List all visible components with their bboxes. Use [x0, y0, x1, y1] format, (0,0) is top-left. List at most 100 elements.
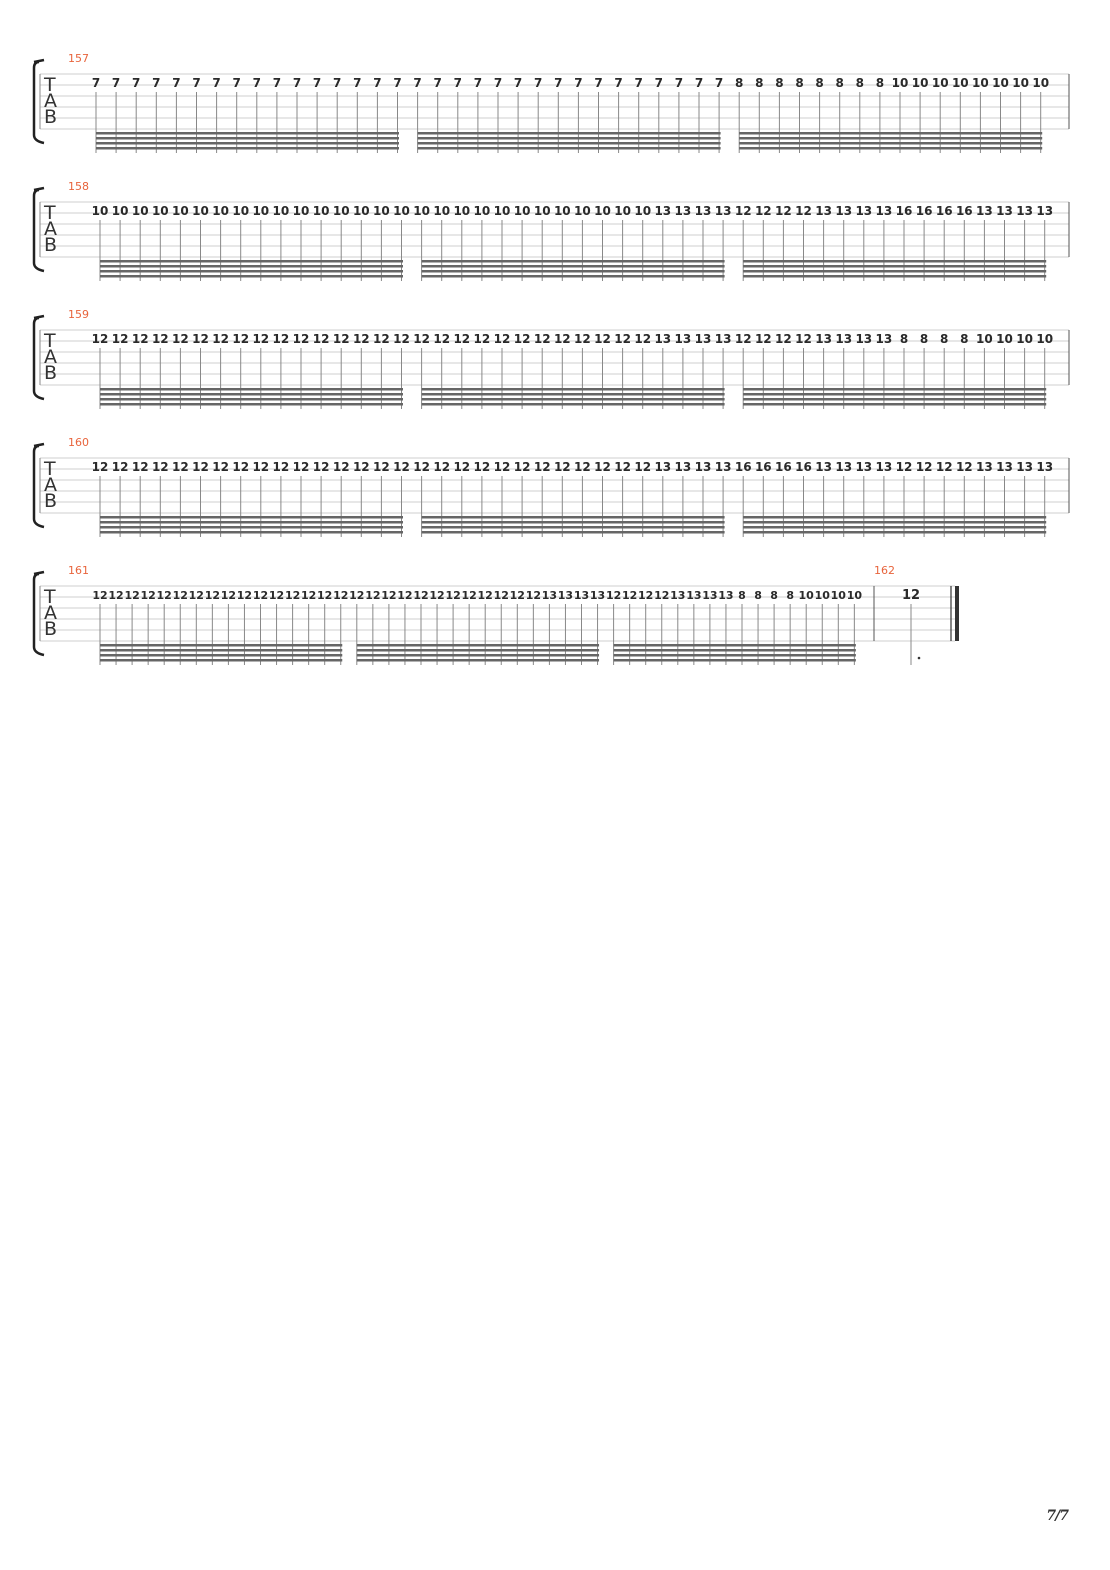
measure-number: 157: [68, 52, 89, 65]
fret-number: 12: [252, 460, 269, 474]
fret-number: 12: [397, 589, 412, 602]
fret-number: 10: [594, 204, 611, 218]
beam: [356, 644, 600, 647]
beam: [739, 147, 1043, 150]
fret-number: 12: [574, 460, 591, 474]
fret-number: 13: [670, 589, 685, 602]
beam: [421, 388, 725, 391]
fret-number: 7: [715, 76, 723, 90]
fret-number: 7: [212, 76, 220, 90]
tab-clef-letter: B: [44, 362, 57, 384]
fret-number: 16: [936, 204, 953, 218]
fret-number: 10: [614, 204, 631, 218]
fret-number: 13: [835, 332, 852, 346]
beam: [100, 649, 343, 652]
fret-number: 10: [932, 76, 949, 90]
fret-number: 7: [112, 76, 120, 90]
fret-number: 7: [172, 76, 180, 90]
system-bracket-top: [33, 186, 45, 192]
final-barline-thick: [955, 586, 959, 641]
measure-number: 162: [874, 564, 895, 577]
fret-number: 12: [795, 332, 812, 346]
fret-number: 16: [735, 460, 752, 474]
fret-number: 12: [373, 460, 390, 474]
fret-number: 10: [574, 204, 591, 218]
fret-number: 12: [775, 332, 792, 346]
fret-number: 12: [108, 589, 123, 602]
beam: [421, 521, 725, 524]
system-bracket-top: [33, 314, 45, 320]
fret-number: 12: [514, 332, 531, 346]
beam: [743, 260, 1047, 263]
fret-number: 16: [775, 460, 792, 474]
fret-number: 12: [554, 460, 571, 474]
fret-number: 8: [836, 76, 844, 90]
fret-number: 13: [675, 460, 692, 474]
fret-number: 7: [594, 76, 602, 90]
fret-number: 13: [855, 204, 872, 218]
fret-number: 12: [293, 332, 310, 346]
beam: [417, 142, 721, 145]
fret-number: 12: [494, 332, 511, 346]
fret-number: 8: [738, 589, 746, 602]
measure-number: 161: [68, 564, 89, 577]
fret-number: 12: [445, 589, 460, 602]
fret-number: 12: [614, 460, 631, 474]
fret-number: 12: [393, 460, 410, 474]
fret-number: 13: [695, 332, 712, 346]
fret-number: 12: [534, 332, 551, 346]
fret-number: 8: [940, 332, 948, 346]
fret-number: 7: [635, 76, 643, 90]
fret-number: 12: [413, 332, 430, 346]
fret-number: 12: [453, 332, 470, 346]
beam: [743, 516, 1047, 519]
fret-number: 12: [614, 332, 631, 346]
fret-number: 12: [205, 589, 220, 602]
beam: [356, 649, 600, 652]
fret-number: 13: [876, 204, 893, 218]
beam: [421, 398, 725, 401]
tab-clef-letter: A: [44, 474, 57, 496]
fret-number: 12: [634, 332, 651, 346]
measure-number: 160: [68, 436, 89, 449]
beam: [356, 654, 600, 657]
fret-number: 12: [413, 589, 428, 602]
fret-number: 7: [313, 76, 321, 90]
beam: [421, 265, 725, 268]
fret-number: 13: [996, 460, 1013, 474]
fret-number: 10: [293, 204, 310, 218]
beam: [421, 516, 725, 519]
beam: [100, 403, 403, 406]
fret-number: 13: [542, 589, 557, 602]
fret-number: 10: [353, 204, 370, 218]
beam: [739, 137, 1043, 140]
fret-number: 12: [333, 460, 350, 474]
fret-number: 12: [381, 589, 396, 602]
beam: [421, 531, 725, 534]
fret-number: 8: [755, 76, 763, 90]
fret-number: 8: [856, 76, 864, 90]
fret-number: 13: [815, 460, 832, 474]
fret-number: 12: [92, 589, 107, 602]
dot-mark: [917, 656, 921, 660]
fret-number: 13: [715, 204, 732, 218]
fret-number: 12: [526, 589, 541, 602]
fret-number: 13: [855, 332, 872, 346]
fret-number: 16: [896, 204, 913, 218]
beam: [613, 649, 856, 652]
fret-number: 12: [474, 460, 491, 474]
fret-number: 10: [232, 204, 249, 218]
beam: [100, 398, 403, 401]
fret-number: 12: [301, 589, 316, 602]
tab-clef-letter: T: [43, 458, 56, 480]
fret-number: 10: [514, 204, 531, 218]
fret-number: 10: [474, 204, 491, 218]
fret-number: 12: [654, 589, 669, 602]
fret-number: 10: [413, 204, 430, 218]
fret-number: 13: [675, 332, 692, 346]
fret-number: 13: [654, 460, 671, 474]
fret-number: 7: [494, 76, 502, 90]
